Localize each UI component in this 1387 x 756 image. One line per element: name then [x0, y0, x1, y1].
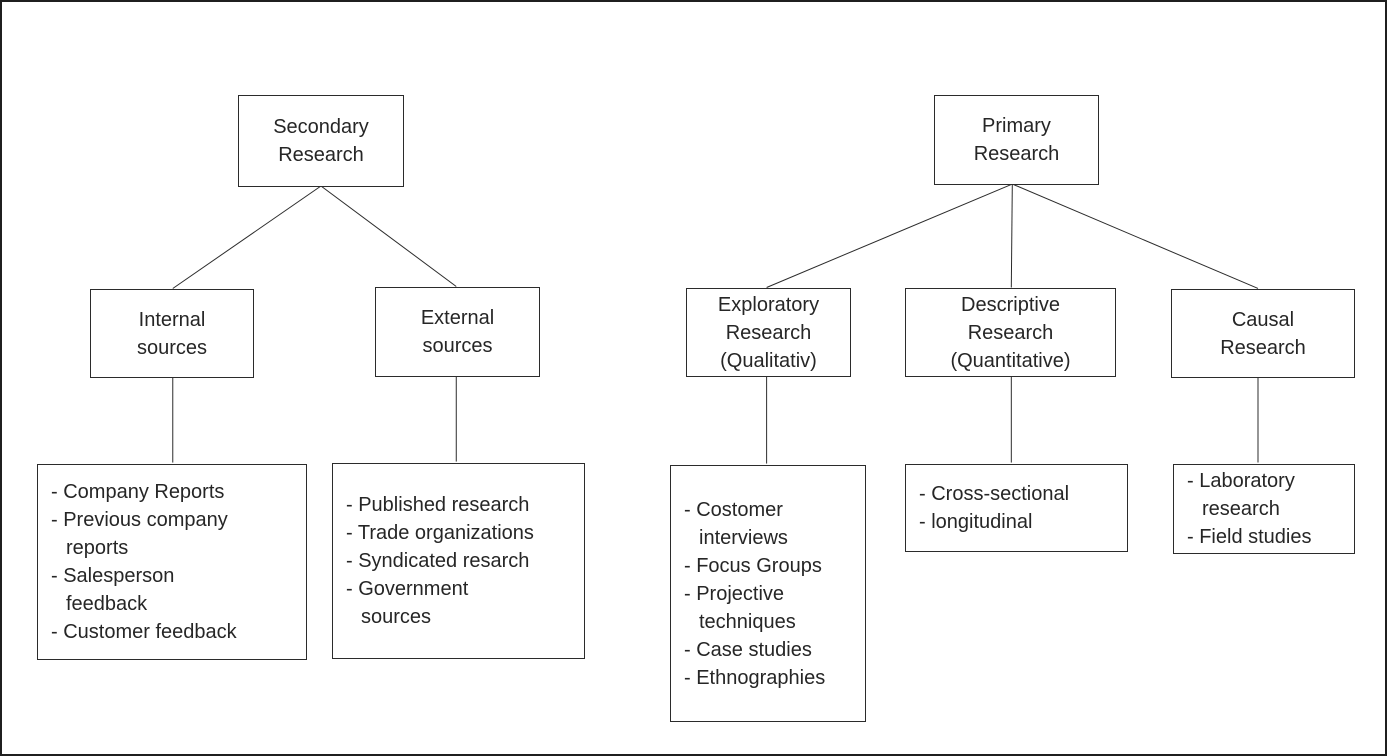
node-internal-sources: Internal sources: [90, 289, 254, 378]
node-causal-research-label: Causal Research: [1220, 308, 1306, 359]
leaf-internal-sources-items: - Company Reports - Previous company rep…: [37, 464, 307, 660]
list-item: - Trade organizations: [346, 522, 534, 544]
list-item: - Cross-sectional: [919, 483, 1070, 505]
list-item: - Focus Groups: [684, 554, 822, 577]
list-item: - Projective techniques: [684, 582, 796, 633]
node-descriptive-research: Descriptive Research (Quantitative): [905, 288, 1116, 377]
node-internal-sources-label: Internal sources: [136, 308, 208, 359]
edge-primary-exploratory: [766, 183, 1013, 288]
node-causal-research: Causal Research: [1171, 289, 1355, 378]
leaf-external-sources-items: - Published research - Trade organizatio…: [332, 463, 585, 659]
list-item: - Laboratory research: [1187, 470, 1295, 520]
list-item: - Case studies: [684, 638, 812, 661]
internal-sources-item-list: - Company Reports - Previous company rep…: [38, 478, 306, 646]
list-item: - Salesperson feedback: [51, 565, 175, 615]
list-item: - Published research: [346, 494, 530, 516]
list-item: - Field studies: [1187, 526, 1312, 548]
edge-secondary-internal: [172, 185, 322, 289]
list-item: - Previous company reports: [51, 509, 228, 559]
list-item: - Company Reports: [51, 481, 225, 503]
node-exploratory-research-label: Exploratory Research (Qualitativ): [717, 293, 820, 372]
edge-primary-descriptive: [1010, 184, 1013, 288]
list-item: - Syndicated resarch: [346, 550, 530, 572]
edge-secondary-external: [320, 185, 457, 287]
node-exploratory-research: Exploratory Research (Qualitativ): [686, 288, 851, 377]
node-descriptive-research-label: Descriptive Research (Quantitative): [950, 293, 1071, 372]
leaf-exploratory-items: - Costomer interviews - Focus Groups - P…: [670, 465, 866, 722]
leaf-causal-items: - Laboratory research - Field studies: [1173, 464, 1355, 554]
descriptive-item-list: - Cross-sectional - longitudinal: [906, 480, 1127, 536]
node-primary-research: Primary Research: [934, 95, 1099, 185]
leaf-descriptive-items: - Cross-sectional - longitudinal: [905, 464, 1128, 552]
node-external-sources-label: External sources: [420, 307, 495, 357]
external-sources-item-list: - Published research - Trade organizatio…: [333, 491, 584, 631]
node-secondary-research-label: Secondary Research: [273, 116, 369, 166]
node-external-sources: External sources: [375, 287, 540, 377]
list-item: - Government sources: [346, 578, 469, 628]
edge-primary-causal: [1012, 183, 1259, 289]
list-item: - Customer feedback: [51, 621, 237, 643]
exploratory-item-list: - Costomer interviews - Focus Groups - P…: [671, 496, 865, 692]
causal-item-list: - Laboratory research - Field studies: [1174, 467, 1354, 551]
node-primary-research-label: Primary Research: [973, 115, 1060, 165]
node-secondary-research: Secondary Research: [238, 95, 404, 187]
list-item: - Costomer interviews: [684, 498, 788, 549]
list-item: - Ethnographies: [684, 666, 826, 689]
list-item: - longitudinal: [919, 511, 1033, 533]
